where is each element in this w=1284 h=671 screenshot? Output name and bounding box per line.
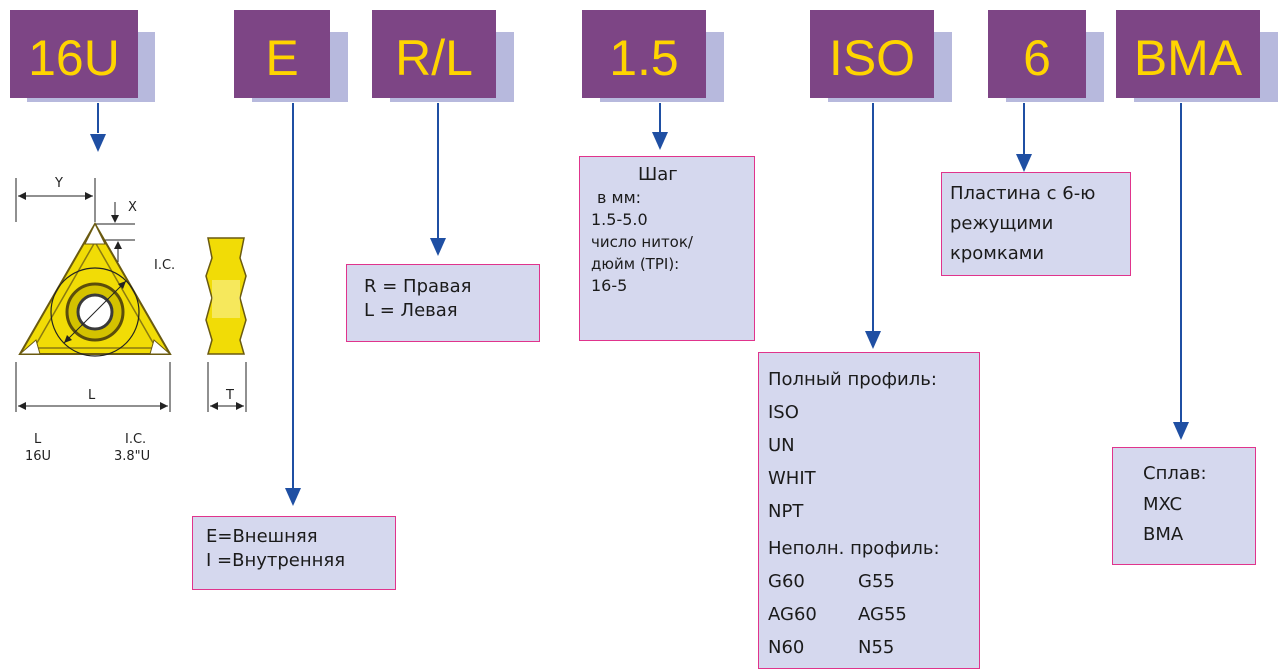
edges-line-3: кромками bbox=[950, 243, 1045, 264]
connector-6 bbox=[1023, 103, 1025, 155]
full-profile-un: UN bbox=[768, 435, 795, 456]
connector-rl bbox=[437, 103, 439, 238]
pitch-tpi-range: 16-5 bbox=[591, 276, 628, 295]
connector-bma bbox=[1180, 103, 1182, 423]
partial-profile-n55: N55 bbox=[858, 637, 895, 658]
hand-right: R = Правая bbox=[364, 276, 472, 297]
arrow-iso bbox=[865, 331, 881, 349]
thread-type-internal: I =Внутренняя bbox=[206, 550, 346, 571]
alloy-bma: BMA bbox=[1143, 524, 1184, 545]
alloy-title: Сплав: bbox=[1143, 463, 1207, 484]
arrow-rl bbox=[430, 238, 446, 256]
code-6: 6 bbox=[988, 10, 1086, 98]
dim-ic-label: I.C. bbox=[154, 258, 176, 273]
connector-iso bbox=[872, 103, 874, 331]
full-profile-iso: ISO bbox=[768, 402, 799, 423]
connector-1-5 bbox=[659, 103, 661, 133]
dim-x-label: X bbox=[128, 200, 137, 215]
thread-type-external: E=Внешняя bbox=[206, 526, 318, 547]
code-1-5: 1.5 bbox=[582, 10, 706, 98]
partial-profile-row-1: G60 G55 bbox=[768, 565, 979, 598]
edges-line-1: Пластина с 6-ю bbox=[950, 183, 1096, 204]
partial-profile-ag60: AG60 bbox=[768, 604, 817, 625]
full-profile-title: Полный профиль: bbox=[768, 369, 937, 390]
code-e: E bbox=[234, 10, 330, 98]
edges-line-2: режущими bbox=[950, 213, 1054, 234]
partial-profile-ag55: AG55 bbox=[858, 604, 907, 625]
table-header-ic: I.C. bbox=[125, 432, 147, 447]
pitch-mm-range: 1.5-5.0 bbox=[591, 210, 648, 229]
insert-drawing bbox=[15, 178, 247, 412]
full-profile-npt: NPT bbox=[768, 501, 804, 522]
full-profile-whit: WHIT bbox=[768, 468, 816, 489]
code-bma: BMA bbox=[1116, 10, 1260, 98]
pitch-tpi-label: число ниток/ bbox=[591, 233, 693, 251]
hand-left: L = Левая bbox=[364, 300, 458, 321]
arrow-1-5 bbox=[652, 132, 668, 150]
box-hand: R = Правая L = Левая bbox=[346, 264, 540, 342]
partial-profile-g55: G55 bbox=[858, 571, 895, 592]
pitch-mm-label: в мм: bbox=[597, 188, 642, 207]
box-pitch: Шаг в мм: 1.5-5.0 число ниток/ дюйм (TPI… bbox=[579, 156, 755, 341]
connector-e bbox=[292, 103, 294, 488]
alloy-mxc: MXC bbox=[1143, 494, 1183, 515]
dim-l-label: L bbox=[88, 388, 96, 403]
partial-profile-g60: G60 bbox=[768, 571, 805, 592]
box-thread-type: E=Внешняя I =Внутренняя bbox=[192, 516, 396, 590]
dim-y-label: Y bbox=[55, 176, 63, 191]
pitch-title: Шаг bbox=[638, 164, 678, 185]
box-alloy: Сплав: MXC BMA bbox=[1112, 447, 1256, 565]
arrow-bma bbox=[1173, 422, 1189, 440]
partial-profile-row-2: AG60 AG55 bbox=[768, 598, 979, 631]
connector-16u bbox=[97, 103, 99, 133]
partial-profile-n60: N60 bbox=[768, 637, 805, 658]
partial-profile-row-3: N60 N55 bbox=[768, 631, 979, 664]
pitch-tpi-unit: дюйм (TPI): bbox=[591, 255, 680, 273]
table-value-ic: 3.8"U bbox=[114, 449, 151, 464]
box-cutting-edges: Пластина с 6-ю режущими кромками bbox=[941, 172, 1131, 276]
arrow-6 bbox=[1016, 154, 1032, 172]
arrow-e bbox=[285, 488, 301, 506]
dim-t-label: T bbox=[226, 388, 234, 403]
partial-profile-title: Неполн. профиль: bbox=[768, 538, 940, 559]
table-value-l: 16U bbox=[25, 449, 52, 464]
code-rl: R/L bbox=[372, 10, 496, 98]
code-iso: ISO bbox=[810, 10, 934, 98]
table-header-l: L bbox=[34, 432, 42, 447]
arrow-16u bbox=[90, 134, 106, 152]
code-16u: 16U bbox=[10, 10, 138, 98]
box-profile: Полный профиль: ISO UN WHIT NPT Неполн. … bbox=[758, 352, 980, 669]
